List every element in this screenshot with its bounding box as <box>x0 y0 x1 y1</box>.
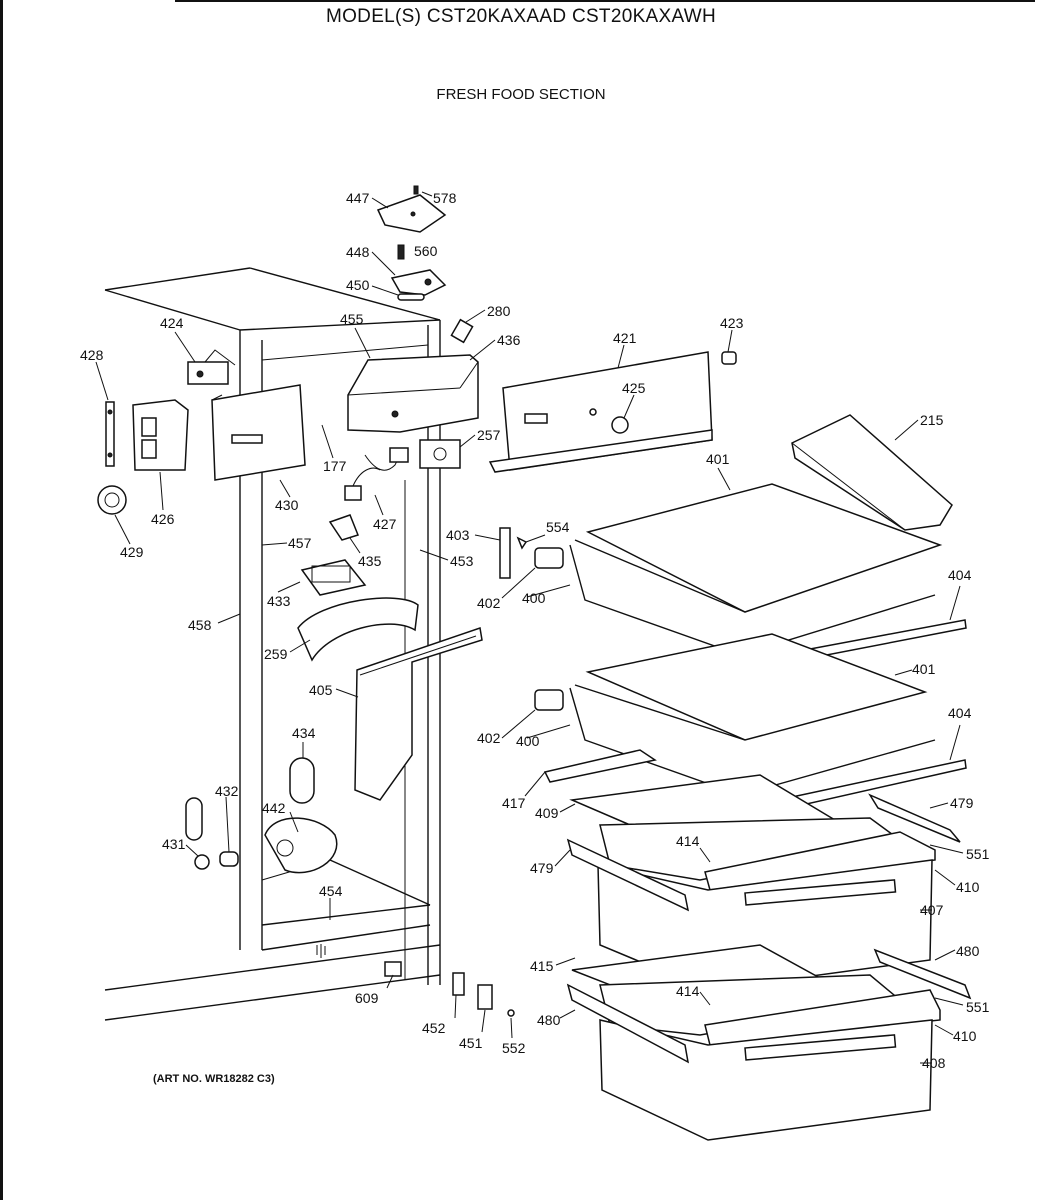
callout-425: 425 <box>622 380 646 396</box>
callout-447: 447 <box>346 190 370 206</box>
callout-427: 427 <box>373 516 397 532</box>
callout-409: 409 <box>535 805 559 821</box>
callout-479-left: 479 <box>530 860 554 876</box>
callout-452: 452 <box>422 1020 446 1036</box>
callout-458: 458 <box>188 617 212 633</box>
callout-426: 426 <box>151 511 175 527</box>
model-title: MODEL(S) CST20KAXAAD CST20KAXAWH <box>325 6 717 27</box>
light-bulb-cap <box>97 485 127 515</box>
callout-400-upper: 400 <box>522 590 546 606</box>
crisper-drawer-lower <box>566 944 972 1141</box>
hinge-bracket <box>105 401 115 467</box>
callout-457: 457 <box>288 535 312 551</box>
callout-551-upper: 551 <box>966 846 990 862</box>
callout-551-lower: 551 <box>966 999 990 1015</box>
glass-shelf-upper <box>534 483 967 665</box>
callout-432: 432 <box>215 783 239 799</box>
callout-479-right: 479 <box>950 795 974 811</box>
callout-430: 430 <box>275 497 299 513</box>
callout-480-right: 480 <box>956 943 980 959</box>
callout-177: 177 <box>323 458 347 474</box>
callout-450: 450 <box>346 277 370 293</box>
fan-assembly <box>300 559 367 596</box>
callout-578: 578 <box>433 190 457 206</box>
callout-552: 552 <box>502 1040 526 1056</box>
callout-405: 405 <box>309 682 333 698</box>
callout-424: 424 <box>160 315 184 331</box>
callout-442: 442 <box>262 800 286 816</box>
damper-duct <box>297 597 419 662</box>
callout-414-lower: 414 <box>676 983 700 999</box>
callout-401-lower: 401 <box>912 661 936 677</box>
callout-408: 408 <box>922 1055 946 1071</box>
callout-400-lower: 400 <box>516 733 540 749</box>
callout-404-upper: 404 <box>948 567 972 583</box>
air-duct-cover <box>211 384 306 481</box>
shelf-support-rail <box>499 527 528 579</box>
callout-259: 259 <box>264 646 288 662</box>
callout-433: 433 <box>267 593 291 609</box>
callout-407: 407 <box>920 902 944 918</box>
callout-454: 454 <box>319 883 343 899</box>
wiring-harness <box>328 447 409 541</box>
leader-lines <box>95 191 964 1064</box>
callout-403: 403 <box>446 527 470 543</box>
callout-280: 280 <box>487 303 511 319</box>
callout-434: 434 <box>292 725 316 741</box>
callout-453: 453 <box>450 553 474 569</box>
callout-257: 257 <box>477 427 501 443</box>
control-panel <box>488 351 737 473</box>
callout-215: 215 <box>920 412 944 428</box>
callout-415: 415 <box>530 958 554 974</box>
callout-431: 431 <box>162 836 186 852</box>
lower-small-parts <box>185 757 515 1017</box>
callout-609: 609 <box>355 990 379 1006</box>
dairy-bin <box>791 414 953 531</box>
callout-421: 421 <box>613 330 637 346</box>
art-number: (ART NO. WR18282 C3) <box>153 1073 275 1085</box>
callout-labels: 447 578 448 560 450 280 424 455 436 421 … <box>80 190 990 1071</box>
header-rule <box>175 0 1035 2</box>
callout-560: 560 <box>414 243 438 259</box>
callout-423: 423 <box>720 315 744 331</box>
callout-414-upper: 414 <box>676 833 700 849</box>
callout-410-lower: 410 <box>953 1028 977 1044</box>
thermostat-control <box>187 349 236 385</box>
callout-417: 417 <box>502 795 526 811</box>
callout-401-upper: 401 <box>706 451 730 467</box>
callout-428: 428 <box>80 347 104 363</box>
control-box <box>347 354 479 433</box>
callout-455: 455 <box>340 311 364 327</box>
callout-480-left: 480 <box>537 1012 561 1028</box>
section-title: FRESH FOOD SECTION <box>436 86 606 103</box>
callout-402-lower: 402 <box>477 730 501 746</box>
callout-429: 429 <box>120 544 144 560</box>
callout-554: 554 <box>546 519 570 535</box>
callout-404-lower: 404 <box>948 705 972 721</box>
fan-motor <box>419 439 461 469</box>
glass-shelf-lower <box>534 633 967 811</box>
callout-448: 448 <box>346 244 370 260</box>
callout-451: 451 <box>459 1035 483 1051</box>
control-housing-cover <box>376 185 474 344</box>
page-border <box>0 0 3 1200</box>
callout-435: 435 <box>358 553 382 569</box>
callout-402-upper: 402 <box>477 595 501 611</box>
callout-436: 436 <box>497 332 521 348</box>
air-tower-duct <box>354 627 483 801</box>
callout-410-upper: 410 <box>956 879 980 895</box>
light-socket <box>132 399 189 471</box>
